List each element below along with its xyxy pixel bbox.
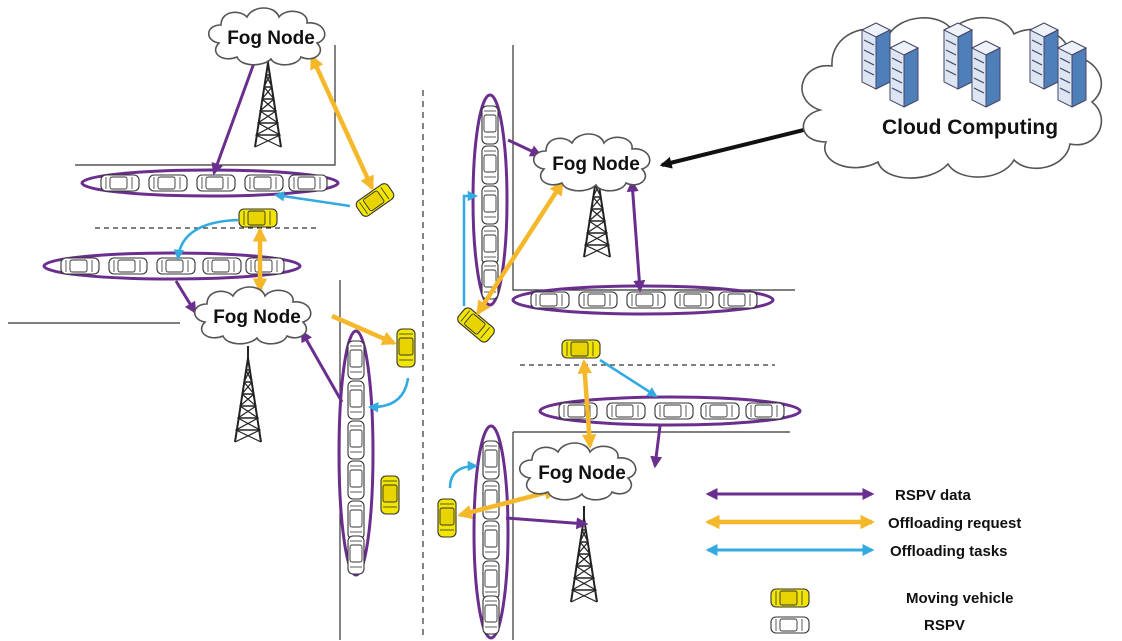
rspv-cluster-vertical-lower-right bbox=[472, 424, 510, 640]
svg-text:Offloading tasks: Offloading tasks bbox=[890, 543, 1008, 560]
rspv-cluster-vertical-left bbox=[337, 329, 375, 577]
legend: RSPV data Offloading request Offloading … bbox=[705, 487, 1021, 634]
server-icon bbox=[971, 40, 1001, 108]
svg-text:Fog Node: Fog Node bbox=[552, 154, 640, 175]
tower-icon bbox=[570, 505, 598, 603]
fog-node-1: Fog Node bbox=[207, 7, 326, 66]
rspv-cluster-mid-left bbox=[42, 251, 302, 281]
moving-vehicle bbox=[561, 339, 601, 359]
svg-text:Moving vehicle: Moving vehicle bbox=[906, 590, 1014, 607]
svg-text:Fog Node: Fog Node bbox=[227, 28, 315, 49]
svg-text:Fog Node: Fog Node bbox=[538, 463, 626, 484]
car-icon bbox=[770, 588, 810, 608]
fog-node-3: Fog Node bbox=[532, 133, 651, 192]
moving-vehicle bbox=[437, 498, 457, 538]
moving-vehicle bbox=[380, 475, 400, 515]
svg-text:Offloading request: Offloading request bbox=[888, 515, 1021, 532]
fog-node-4: Fog Node bbox=[518, 442, 637, 501]
svg-text:RSPV: RSPV bbox=[924, 617, 965, 634]
cloud-computing: Cloud Computing bbox=[801, 16, 1103, 179]
fog-node-2: Fog Node bbox=[193, 286, 312, 345]
svg-text:Cloud Computing: Cloud Computing bbox=[882, 116, 1058, 139]
server-icon bbox=[861, 22, 891, 90]
car-icon bbox=[770, 616, 810, 634]
moving-vehicle bbox=[455, 305, 497, 345]
rspv-cluster-top-left bbox=[80, 168, 340, 198]
offloading-request-links bbox=[252, 54, 597, 520]
moving-vehicle bbox=[396, 328, 416, 368]
moving-vehicle bbox=[353, 181, 397, 219]
server-icon bbox=[1057, 40, 1087, 108]
server-icon bbox=[889, 40, 919, 108]
rspv-cluster-lower-right bbox=[538, 395, 802, 427]
server-icon bbox=[1029, 22, 1059, 90]
tower-icon bbox=[254, 50, 282, 148]
tower-icon bbox=[234, 345, 262, 443]
server-icon bbox=[943, 22, 973, 90]
offloading-tasks-links bbox=[173, 190, 658, 489]
moving-vehicle bbox=[238, 208, 278, 228]
svg-text:Fog Node: Fog Node bbox=[213, 307, 301, 328]
svg-text:RSPV data: RSPV data bbox=[895, 487, 972, 504]
